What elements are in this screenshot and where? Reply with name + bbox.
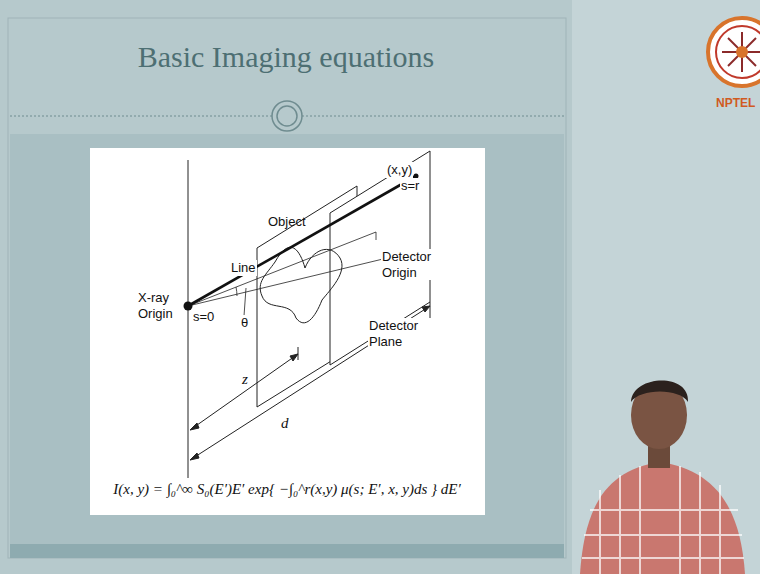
part-label: Object [268,214,306,230]
ray-line [188,176,416,306]
content-panel [10,134,564,544]
point-label: s=0 [192,309,215,325]
divider-ornament [272,101,302,131]
part-label: Line [230,260,257,276]
bottom-band [10,544,564,558]
divider-ornament [277,106,297,126]
part-label: X-ray Origin [138,290,184,321]
part-label: Detector Origin [381,249,437,280]
dimension-label: z [241,370,249,388]
presenter [580,381,745,574]
imaging-equation: I(x, y) = ∫₀^∞ S₀(E′)E′ exp{ −∫₀^r(x,y) … [113,480,460,498]
slide-ground [0,0,572,574]
geometry [188,151,430,478]
nptel-logo [708,18,760,86]
logo-text: NPTEL [716,96,760,110]
part-label: Detector Plane [368,318,426,349]
figure-image [90,148,485,515]
slide-frame [8,18,566,558]
point-label: s=r [400,178,420,194]
dimension-label: d [280,414,290,432]
slide-title: Basic Imaging equations [0,40,572,74]
angle-label: θ [240,315,249,331]
point-label: (x,y) [386,162,413,178]
